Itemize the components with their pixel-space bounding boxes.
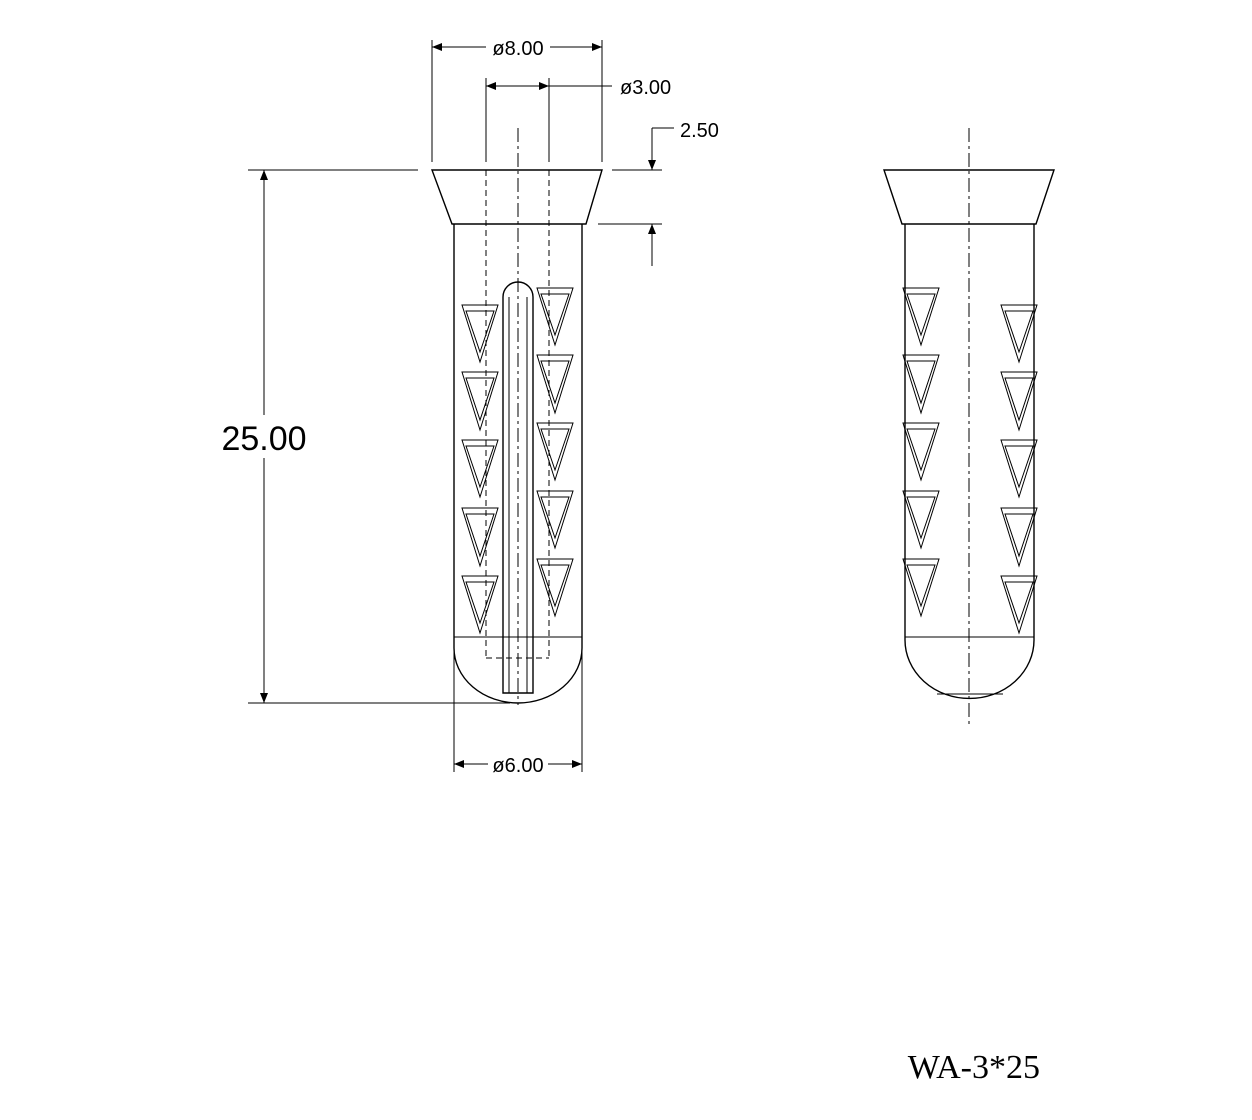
side-teeth-right <box>1000 304 1038 635</box>
teeth-right-column <box>536 287 574 618</box>
body-diameter-label: ø6.00 <box>492 755 543 777</box>
dimension-bore-diameter: ø3.00 <box>485 77 671 162</box>
side-head-outline <box>883 169 1055 225</box>
dimension-head-diameter: ø8.00 <box>431 38 603 162</box>
side-teeth-left <box>902 287 940 618</box>
dimension-head-height: 2.50 <box>598 120 719 266</box>
dimension-body-diameter: ø6.00 <box>453 650 583 777</box>
rounded-tip <box>453 647 583 704</box>
side-view <box>883 128 1055 728</box>
head-outline <box>430 169 603 225</box>
slot-outline <box>502 281 534 694</box>
dimension-overall-length: 25.00 <box>221 169 510 704</box>
part-number-label: WA-3*25 <box>908 1049 1040 1086</box>
head-height-label: 2.50 <box>680 120 719 142</box>
overall-length-label: 25.00 <box>221 420 306 458</box>
front-view <box>430 128 603 705</box>
head-diameter-label: ø8.00 <box>492 38 543 60</box>
bore-diameter-label: ø3.00 <box>620 77 671 99</box>
teeth-left-column <box>461 304 499 635</box>
